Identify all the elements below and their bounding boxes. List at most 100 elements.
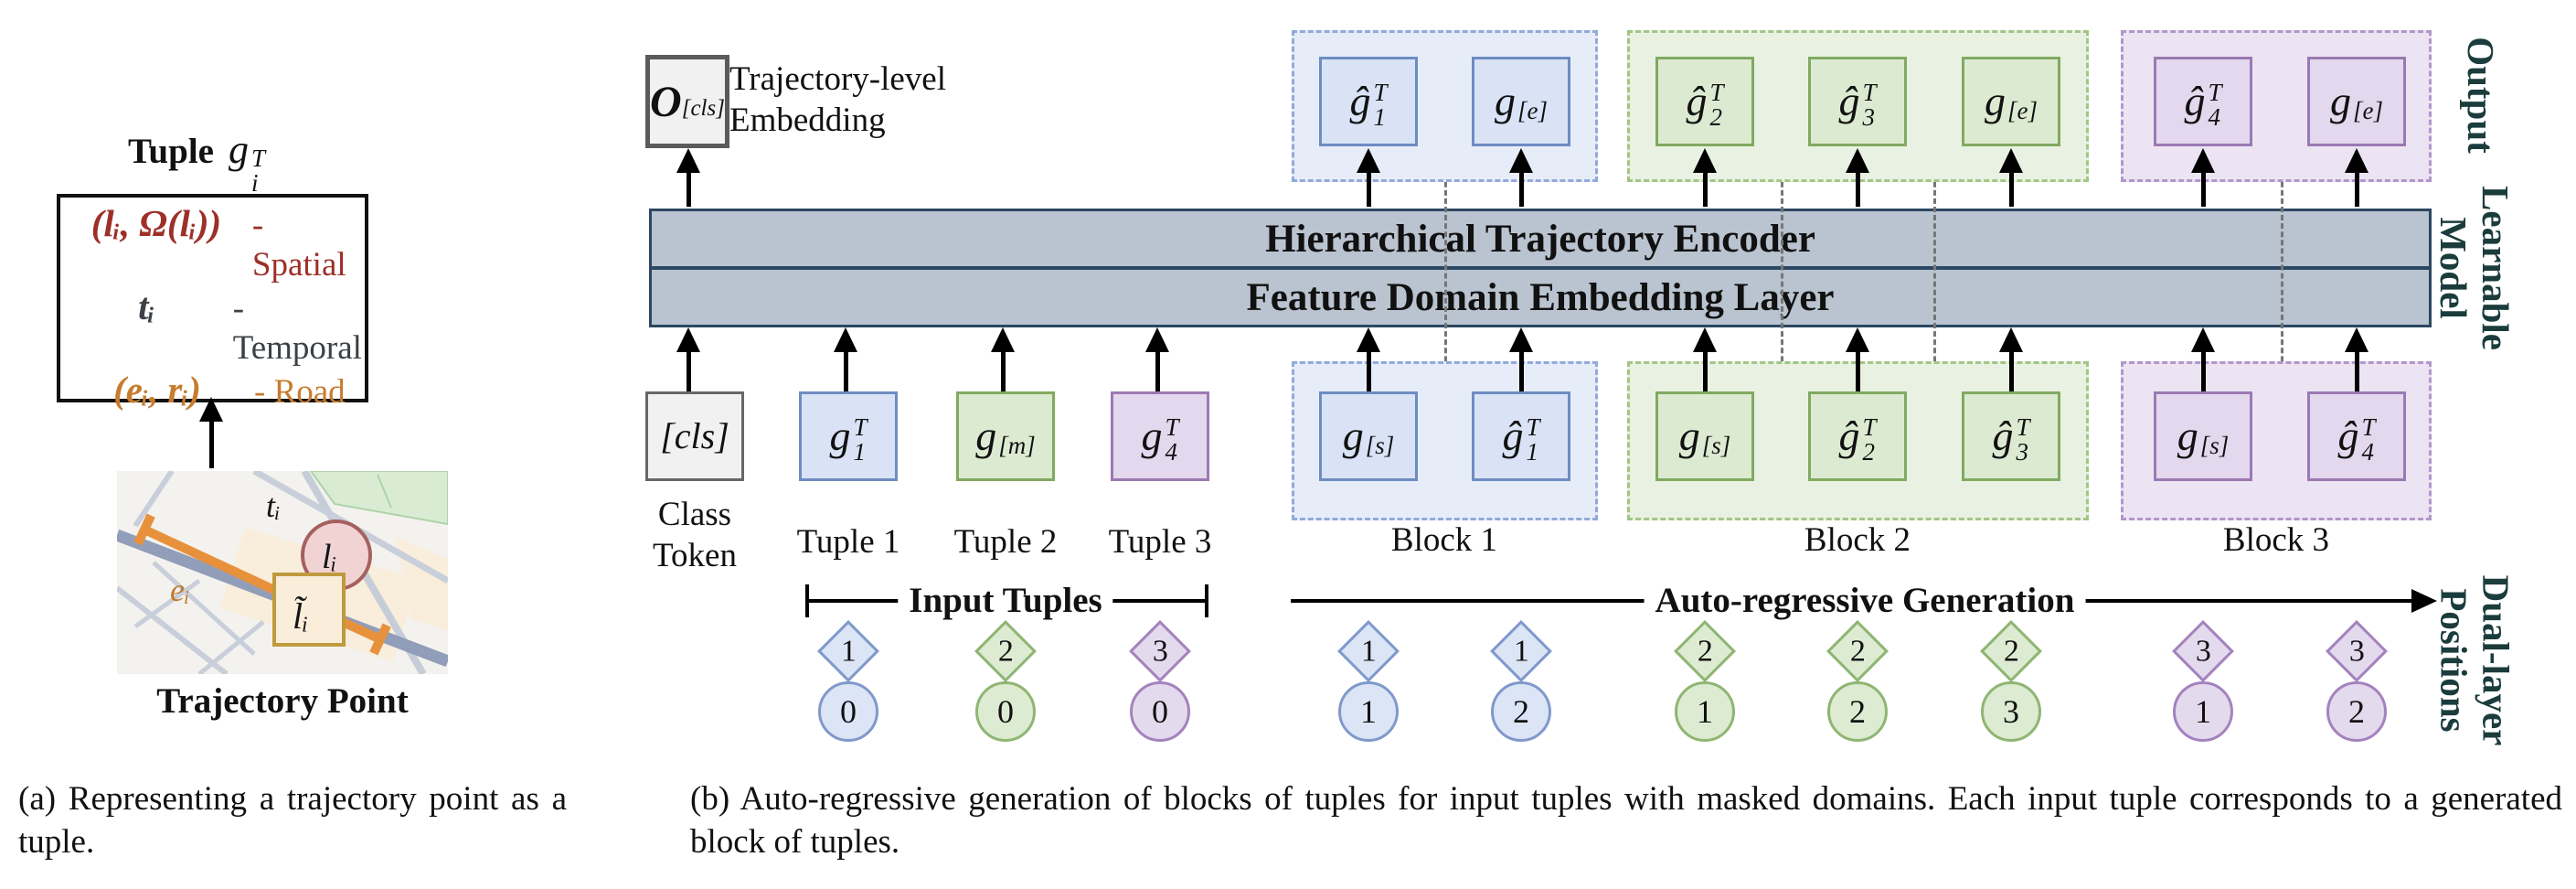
- arrow-in-1: [834, 327, 857, 391]
- tuple-1-label: Tuple 1: [796, 523, 900, 561]
- arrow-in-4: [1357, 327, 1380, 391]
- segment-start-cap: [133, 513, 155, 546]
- tuple-row-spatial: (lᵢ, Ω(lᵢ)) - Spatial: [60, 201, 365, 284]
- position-circle: 2: [2326, 681, 2387, 742]
- block-3-label: Block 3: [2222, 521, 2330, 559]
- arrow-out-1: [1357, 148, 1380, 207]
- o-cls-base: O: [650, 77, 682, 126]
- tuple-3-label: Tuple 3: [1108, 523, 1212, 561]
- arrow-in-3: [1145, 327, 1169, 391]
- arrow-out-3: [1693, 148, 1717, 207]
- position-diamond: 3: [1129, 620, 1191, 682]
- arrow-out-7: [2345, 148, 2368, 207]
- block-1-label: Block 1: [1390, 521, 1498, 559]
- input-token-start-1: g[s]: [1319, 391, 1418, 481]
- input-tuples-label: Input Tuples: [898, 580, 1113, 621]
- output-token-end-1: g[e]: [1472, 57, 1570, 146]
- arrow-in-9: [2191, 327, 2215, 391]
- map-to-tuple-arrow: [199, 397, 223, 468]
- position-diamond: 2: [974, 620, 1037, 682]
- position-diamond: 3: [2172, 620, 2234, 682]
- matched-point-box: [272, 573, 346, 647]
- arrow-out-5: [1999, 148, 2023, 207]
- temporal-formula: tᵢ: [138, 285, 155, 327]
- autoregressive-arrowhead: [2411, 589, 2437, 613]
- position-diamond: 3: [2326, 620, 2388, 682]
- position-diamond: 1: [817, 620, 879, 682]
- position-circle: 3: [1981, 681, 2041, 742]
- position-circle: 0: [818, 681, 878, 742]
- position-circle: 1: [1338, 681, 1399, 742]
- cls-note: Trajectory-level Embedding: [729, 60, 946, 139]
- position-circle: 2: [1491, 681, 1551, 742]
- class-token-label: Class Token: [653, 496, 737, 574]
- block-2-label: Block 2: [1804, 521, 1911, 559]
- caption-b: (b) Auto-regressive generation of blocks…: [690, 780, 2562, 861]
- o-cls-sub: [cls]: [681, 96, 725, 121]
- bracket-right-tick: [1205, 584, 1208, 617]
- input-token-mask: g[m]: [956, 391, 1055, 481]
- map-matched-location-label: l̃ᵢ: [293, 595, 308, 637]
- output-token-end-3: g[e]: [2307, 57, 2406, 146]
- position-diamond: 1: [1337, 620, 1400, 682]
- arrow-out-2: [1509, 148, 1533, 207]
- arrow-out-4: [1846, 148, 1869, 207]
- map-title: Trajectory Point: [156, 681, 409, 721]
- position-circle: 0: [975, 681, 1036, 742]
- tuple-2-label: Tuple 2: [953, 523, 1058, 561]
- arrow-in-2: [991, 327, 1015, 391]
- arrow-out-6: [2191, 148, 2215, 207]
- map-image: tᵢ eᵢ lᵢ l̃ᵢ: [117, 471, 448, 674]
- arrow-in-7: [1846, 327, 1869, 391]
- map-edge-label: eᵢ: [170, 572, 190, 608]
- input-token-start-3: g[s]: [2154, 391, 2252, 481]
- position-diamond: 2: [1826, 620, 1889, 682]
- trajectory-embedding-token: O[cls]: [645, 55, 729, 148]
- tuple-heading-word: Tuple: [128, 132, 214, 171]
- tuple-row-temporal: tᵢ - Temporal: [60, 284, 365, 368]
- temporal-label: - Temporal: [232, 290, 362, 367]
- arrow-in-10: [2345, 327, 2368, 391]
- embedding-bar-label: Feature Domain Embedding Layer: [1246, 275, 1835, 319]
- position-diamond: 2: [1674, 620, 1736, 682]
- input-token-cls: [cls]: [645, 391, 744, 481]
- caption-a: (a) Representing a trajectory point as a…: [18, 780, 567, 861]
- map-park-area: [309, 471, 448, 526]
- position-circle: 1: [2173, 681, 2233, 742]
- feature-domain-embedding-bar: Feature Domain Embedding Layer: [649, 267, 2432, 327]
- position-diamond: 1: [1490, 620, 1552, 682]
- map-time-label: tᵢ: [266, 487, 281, 524]
- encoder-bar-label: Hierarchical Trajectory Encoder: [1265, 217, 1815, 261]
- position-circle: 1: [1675, 681, 1735, 742]
- arrow-in-6: [1693, 327, 1717, 391]
- road-label: - Road: [254, 373, 346, 411]
- arrow-in-cls: [676, 327, 700, 391]
- arrow-to-ocls: [676, 148, 700, 207]
- spatial-label: - Spatial: [251, 207, 346, 284]
- segment-end-cap: [369, 623, 391, 656]
- input-token-start-2: g[s]: [1655, 391, 1754, 481]
- road-formula: (eᵢ, rᵢ): [113, 369, 201, 411]
- position-circle: 2: [1827, 681, 1888, 742]
- output-token-end-2: g[e]: [1962, 57, 2060, 146]
- position-circle: 0: [1130, 681, 1190, 742]
- map-location-label: lᵢ: [322, 538, 337, 576]
- hierarchical-trajectory-encoder-bar: Hierarchical Trajectory Encoder: [649, 209, 2432, 269]
- tuple-definition-box: (lᵢ, Ω(lᵢ)) - Spatial tᵢ - Temporal (eᵢ,…: [57, 194, 368, 411]
- position-diamond: 2: [1980, 620, 2042, 682]
- arrow-in-8: [1999, 327, 2023, 391]
- arrow-in-5: [1509, 327, 1533, 391]
- spatial-formula: (lᵢ, Ω(lᵢ)): [90, 202, 222, 244]
